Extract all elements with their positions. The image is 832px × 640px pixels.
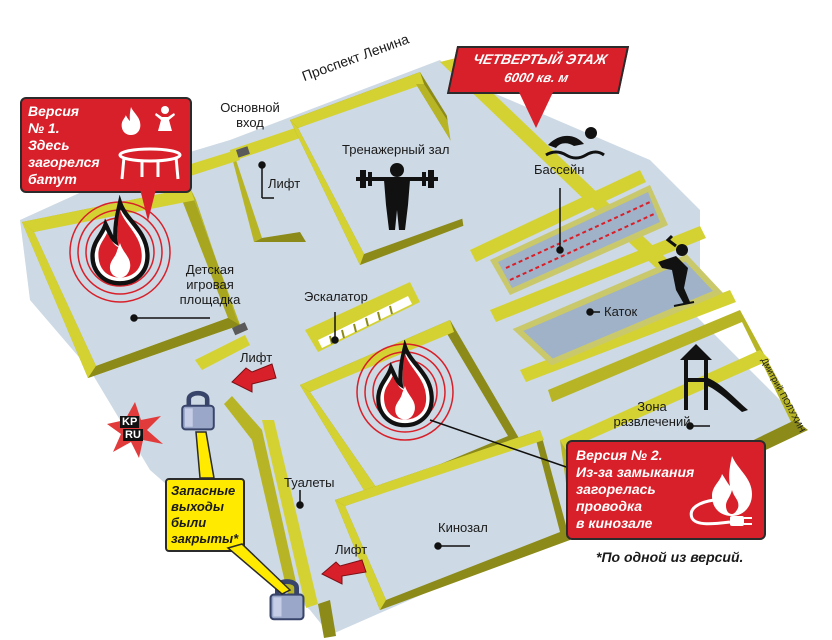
entrance-label: Основной вход <box>215 100 285 130</box>
corridor-walls <box>178 128 318 608</box>
logo-ru: RU <box>123 429 143 441</box>
outer-walls-bottom <box>318 600 336 638</box>
rink <box>512 254 724 366</box>
escalator <box>305 282 420 352</box>
version1-line5: батут <box>28 171 77 187</box>
weightlifter-icon <box>356 163 438 230</box>
skater-icon <box>658 234 695 307</box>
version1-line3: Здесь <box>28 137 70 153</box>
room-rink: Каток <box>604 304 638 319</box>
exits-line3: были <box>171 515 207 530</box>
version1-line2: № 1. <box>28 120 60 136</box>
small-flame-icon <box>121 106 141 136</box>
version2-line1: Версия № 2. <box>576 447 663 463</box>
lift-arrows <box>231 363 367 585</box>
version1-line1: Версия <box>28 103 80 119</box>
footnote: *По одной из версий. <box>596 549 744 565</box>
version1-pointer <box>140 189 156 221</box>
version2-line4: проводка <box>576 498 643 514</box>
room-toilets: Туалеты <box>284 475 335 490</box>
entrance-line1: Основной <box>220 100 280 115</box>
exits-callout: Запасные выходы были закрыты* <box>165 478 245 552</box>
playground-icon <box>680 344 748 412</box>
room-kids-line2: игровая <box>186 277 234 292</box>
room-pool: Бассейн <box>534 162 585 177</box>
right-wing-walls <box>440 58 808 500</box>
room-fun: Зона развлечений <box>612 399 692 429</box>
banner-tail <box>518 90 554 128</box>
lift-label-middle: Лифт <box>240 350 273 365</box>
entrance-line2: вход <box>236 115 264 130</box>
cinema-room-walls <box>335 430 570 610</box>
version2-callout: Версия № 2. Из-за замыкания загорелась п… <box>566 440 766 540</box>
door-gaps <box>232 146 250 336</box>
room-fun-line2: развлечений <box>613 414 691 429</box>
child-icon <box>155 106 175 131</box>
logo-kp: KP <box>120 416 140 428</box>
room-gym: Тренажерный зал <box>342 142 450 157</box>
pool <box>490 185 668 295</box>
room-kids: Детская игровая площадка <box>170 262 250 307</box>
room-kids-line3: площадка <box>179 292 241 307</box>
kp-ru-logo: KP RU <box>105 400 165 460</box>
plug-flame-icon <box>689 456 752 526</box>
version1-callout: Версия № 1. Здесь загорелся батут <box>20 97 192 193</box>
exits-line2: выходы <box>171 499 224 514</box>
lift-label-bottom: Лифт <box>335 542 368 557</box>
exits-line1: Запасные <box>171 483 236 498</box>
pointer-lines <box>130 161 710 550</box>
room-escalator: Эскалатор <box>304 289 368 304</box>
trampoline-icon <box>118 147 182 180</box>
version2-line2: Из-за замыкания <box>576 464 695 480</box>
version1-line4: загорелся <box>28 154 100 170</box>
room-kids-line1: Детская <box>185 262 235 277</box>
room-fun-line1: Зона <box>637 399 667 414</box>
exits-line4: закрыты* <box>171 531 239 546</box>
room-cinema: Кинозал <box>438 520 488 535</box>
version2-line5: в кинозале <box>576 515 653 531</box>
version2-line3: загорелась <box>576 481 656 497</box>
swimmer-icon <box>545 127 605 160</box>
lift-label-top: Лифт <box>268 176 301 191</box>
